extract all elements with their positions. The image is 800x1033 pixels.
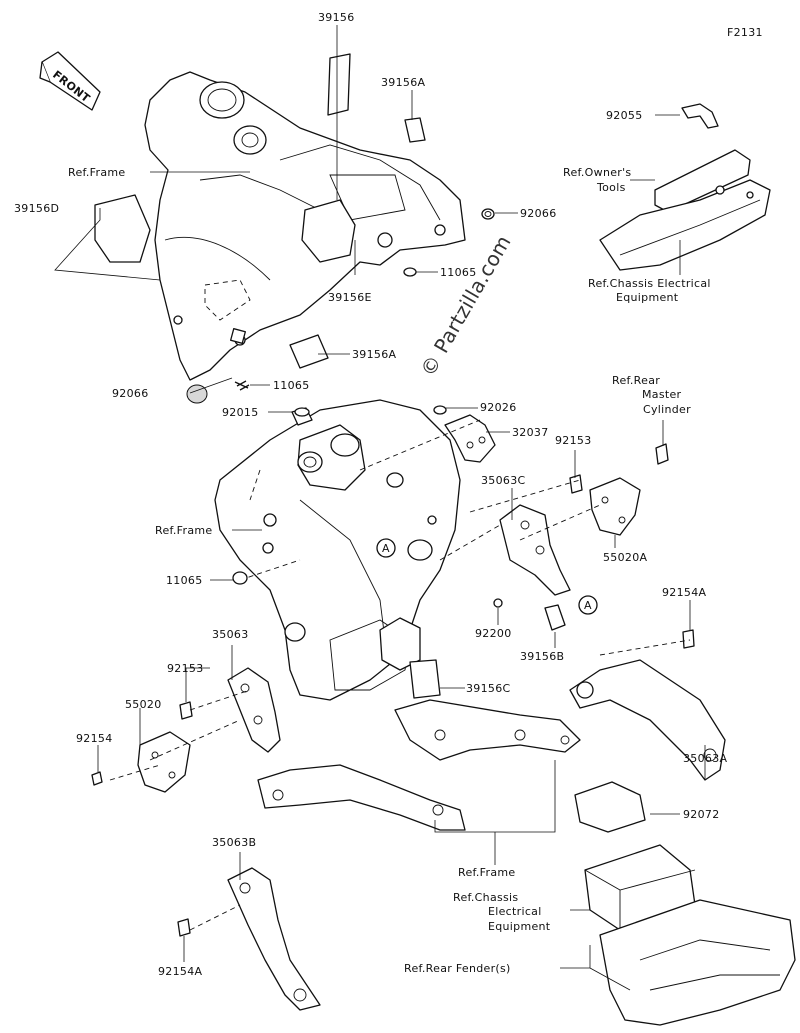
pad-39156a-top: [404, 117, 426, 143]
label-55020a: 55020A: [603, 551, 647, 564]
label-ref-chassis-low-3: Equipment: [488, 920, 551, 933]
bolt-92153-left: [179, 701, 193, 720]
label-92200: 92200: [475, 627, 512, 640]
label-ref-rear-master-3: Cylinder: [643, 403, 691, 416]
label-92066-left: 92066: [112, 387, 149, 400]
guard-55020: [137, 731, 191, 793]
label-92154a-right: 92154A: [662, 586, 706, 599]
label-39156e: 39156E: [328, 291, 372, 304]
bracket-35063c: [499, 504, 571, 596]
label-ref-frame-low: Ref.Frame: [458, 866, 515, 879]
callout-a-left: [376, 538, 396, 558]
grommet-11065-mid: [234, 380, 250, 391]
bracket-35063: [227, 667, 281, 753]
label-92026: 92026: [480, 401, 517, 414]
label-35063a: 35063A: [683, 752, 727, 765]
subframe-35063b: [227, 867, 321, 1011]
front-direction-arrow: FRONT: [39, 51, 101, 111]
bolt-92154a-right: [682, 629, 695, 649]
label-92154: 92154: [76, 732, 113, 745]
callout-a-left-label: A: [382, 542, 390, 555]
label-ref-chassis-top-1: Ref.Chassis Electrical: [588, 277, 711, 290]
label-35063c: 35063C: [481, 474, 525, 487]
label-39156b: 39156B: [520, 650, 564, 663]
grommet-92066-right: [481, 208, 495, 220]
label-92015: 92015: [222, 406, 259, 419]
grommet-11065-top: [403, 267, 417, 277]
pad-39156a-mid: [289, 334, 329, 369]
pad-39156c: [409, 659, 441, 699]
callout-a-right: [578, 595, 598, 615]
collar-92200: [493, 598, 503, 608]
electrical-bracket-top: [599, 103, 771, 271]
grommet-11065-low: [232, 571, 248, 585]
bolt-92154-left: [91, 771, 103, 786]
plug-92066-left: [186, 384, 208, 404]
bolt-92154a-left: [177, 918, 191, 937]
figure-code: F2131: [727, 26, 763, 39]
label-ref-owners-tools-1: Ref.Owner's: [563, 166, 631, 179]
leader-lines: [54, 25, 706, 991]
label-11065-low: 11065: [166, 574, 203, 587]
label-92153-right: 92153: [555, 434, 592, 447]
label-ref-chassis-low-1: Ref.Chassis: [453, 891, 518, 904]
label-35063b: 35063B: [212, 836, 256, 849]
pad-39156d: [94, 194, 151, 263]
label-92153-left: 92153: [167, 662, 204, 675]
bolt-92153-right: [569, 474, 583, 494]
lower-frame-rail: [257, 764, 466, 831]
label-39156: 39156: [318, 11, 355, 24]
label-39156d: 39156D: [14, 202, 59, 215]
clamp-92055: [681, 103, 719, 129]
label-39156c: 39156C: [466, 682, 510, 695]
label-32037: 32037: [512, 426, 549, 439]
label-ref-frame-mid: Ref.Frame: [155, 524, 212, 537]
label-11065-top: 11065: [440, 266, 477, 279]
guard-55020a: [589, 477, 641, 536]
callout-a-right-label: A: [584, 599, 592, 612]
pad-39156e: [301, 199, 356, 263]
label-92066-right: 92066: [520, 207, 557, 220]
bolt-92015: [291, 407, 313, 426]
main-frame-side: [214, 399, 461, 701]
label-39156a-mid: 39156A: [352, 348, 396, 361]
rear-fender: [599, 899, 796, 1026]
battery-holder-92072: [574, 781, 646, 833]
label-35063: 35063: [212, 628, 249, 641]
watermark-text: © Partzilla.com: [416, 231, 516, 381]
label-ref-chassis-low-2: Electrical: [488, 905, 542, 918]
pad-39156: [327, 53, 351, 116]
label-ref-rear-master-1: Ref.Rear: [612, 374, 660, 387]
label-92072: 92072: [683, 808, 720, 821]
rear-subframe-35063a: [569, 659, 726, 781]
label-ref-chassis-top-2: Equipment: [616, 291, 679, 304]
label-ref-rear-fender: Ref.Rear Fender(s): [404, 962, 511, 975]
washer-92026: [433, 405, 447, 415]
label-92154a-left: 92154A: [158, 965, 202, 978]
label-ref-frame-top: Ref.Frame: [68, 166, 125, 179]
label-ref-rear-master-2: Master: [642, 388, 682, 401]
label-55020: 55020: [125, 698, 162, 711]
bolt-rear-master: [655, 443, 669, 465]
pad-39156b: [544, 604, 566, 631]
label-92055: 92055: [606, 109, 643, 122]
label-11065-mid: 11065: [273, 379, 310, 392]
label-39156a-top: 39156A: [381, 76, 425, 89]
label-ref-owners-tools-2: Tools: [596, 181, 626, 194]
bracket-32037: [444, 414, 496, 463]
center-frame-bracket: [394, 699, 581, 761]
